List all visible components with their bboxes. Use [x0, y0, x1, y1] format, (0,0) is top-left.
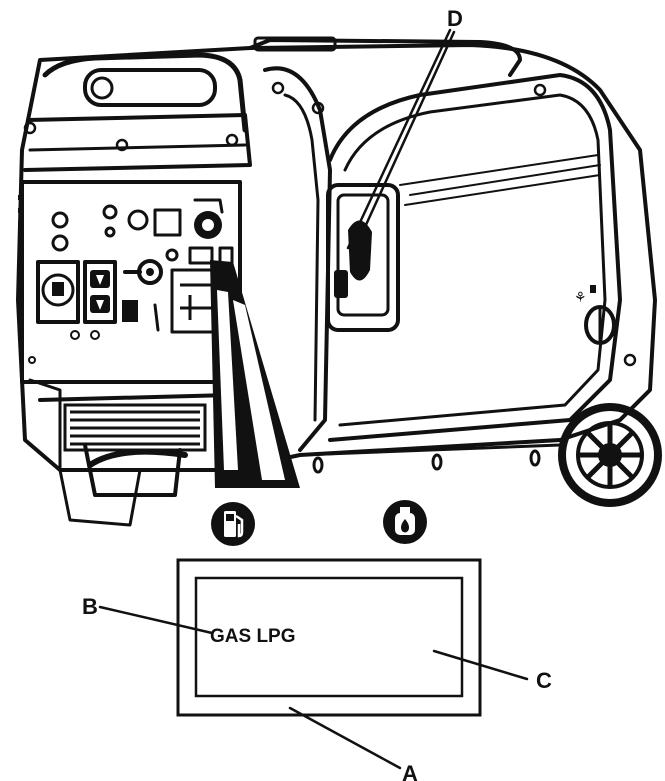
leader-lines [98, 28, 529, 770]
panel-label-text: GAS LPG [210, 626, 296, 647]
svg-text:⚘: ⚘ [574, 290, 587, 306]
control-panel [18, 180, 242, 384]
callout-a: A [402, 761, 418, 781]
callout-d: D [447, 6, 463, 31]
callout-c: C [536, 668, 552, 693]
panel-inner-frame [194, 576, 464, 698]
generator-illustration: ⚘ [16, 36, 662, 527]
gas-pump-icon [211, 502, 255, 546]
callout-b: B [82, 594, 98, 619]
lpg-tank-icon [383, 500, 427, 544]
